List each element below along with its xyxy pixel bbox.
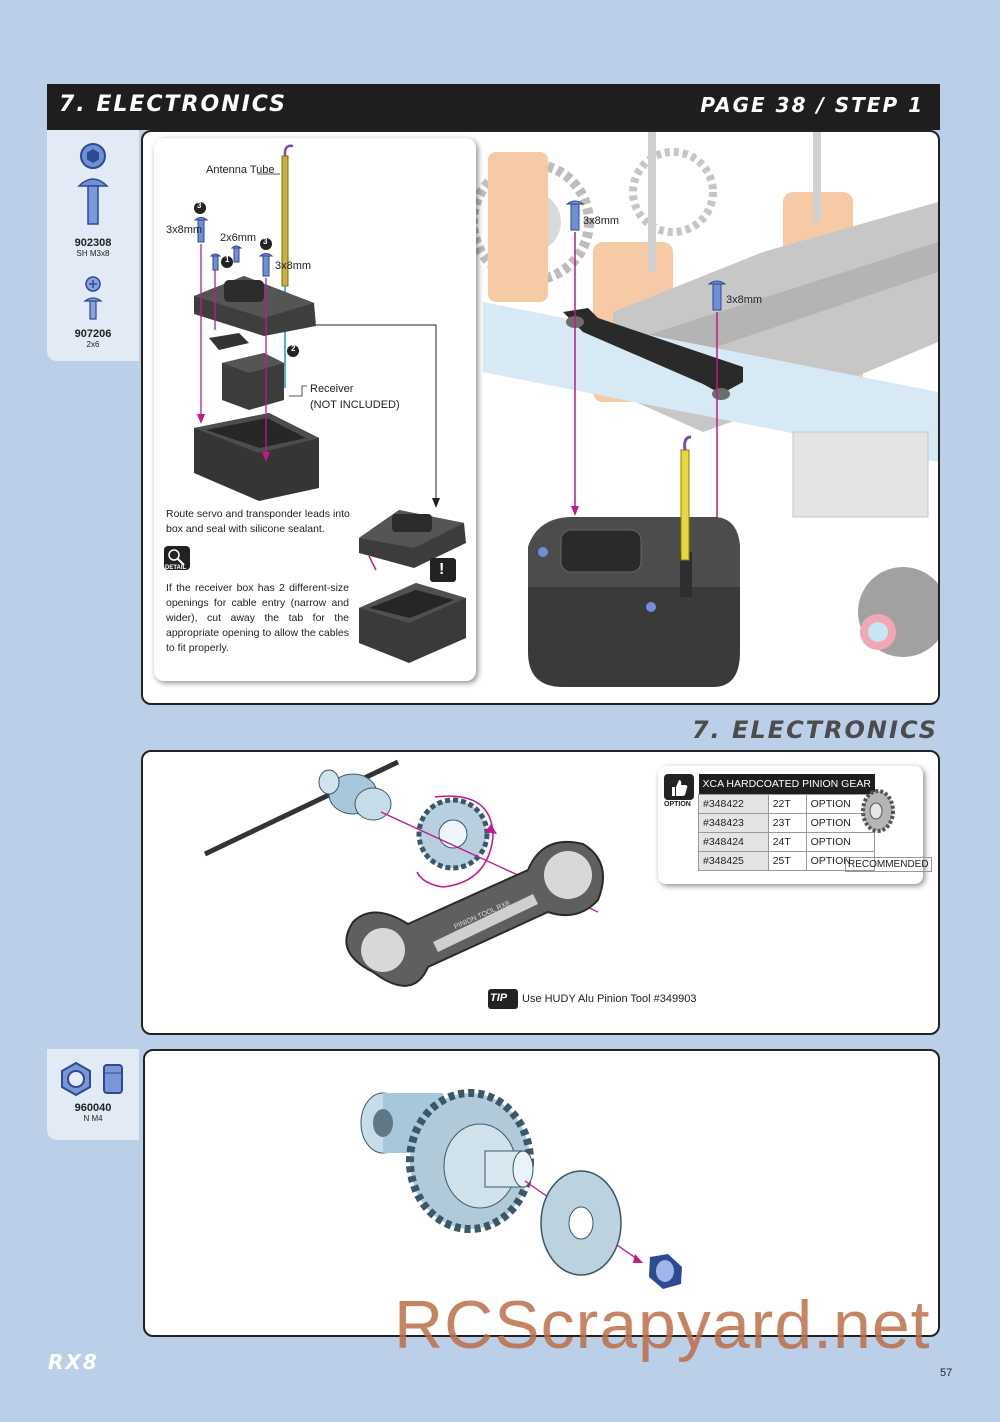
- thumbs-up-icon: [664, 774, 694, 800]
- pinion-install-panel: [143, 1049, 940, 1337]
- part-code-cell: #348425: [698, 851, 769, 871]
- page-step-label: PAGE 38 / STEP 1: [700, 93, 924, 117]
- lock-nut-icon: [61, 1061, 123, 1097]
- recommended-badge: RECOMMENDED: [845, 857, 932, 872]
- option-label: OPTION: [664, 801, 691, 808]
- rx8-logo: RX8: [48, 1350, 99, 1374]
- status-cell: OPTION: [805, 813, 876, 833]
- antenna-tube-label: Antenna Tube: [206, 164, 275, 176]
- part-902308: 902308 SH M3x8: [47, 142, 139, 258]
- part-code-cell: #348423: [698, 813, 769, 833]
- parts-sidebar-bottom: 960040 N M4: [47, 1049, 139, 1140]
- callout-3b-number: 3: [263, 237, 268, 246]
- screw-3x8-label-b: 3x8mm: [275, 260, 312, 272]
- part-size: 2x6: [86, 340, 100, 349]
- header-bar: 7. ELECTRONICS PAGE 38 / STEP 1: [47, 84, 940, 130]
- receiver-not-included-label: (NOT INCLUDED): [310, 399, 400, 411]
- warning-icon: !: [439, 561, 445, 578]
- tip-badge: TIP: [490, 992, 508, 1004]
- pinion-nut-exploded-illustration: [360, 1089, 682, 1289]
- screw-2x6-label: 2x6mm: [220, 232, 257, 244]
- route-leads-instruction: Route servo and transponder leads into b…: [166, 508, 350, 535]
- parts-sidebar-top: 902308 SH M3x8 907206 2x6: [47, 130, 139, 361]
- teeth-cell: 24T: [767, 832, 807, 852]
- pinion-gear-table: XCA HARDCOATED PINION GEAR #348422 22T O…: [698, 774, 876, 871]
- tip-text: Use HUDY Alu Pinion Tool #349903: [522, 993, 697, 1005]
- table-row: #348423 23T OPTION: [698, 813, 876, 833]
- screw-3x8-label: 3x8mm: [166, 224, 203, 236]
- exploded-view-panel: Antenna Tube 3x8mm 2x6mm 3x8mm 3 1 3 2 R…: [154, 138, 476, 681]
- part-size: N M4: [83, 1114, 103, 1123]
- table-header: XCA HARDCOATED PINION GEAR: [698, 774, 875, 795]
- small-screw-icon: [83, 276, 103, 320]
- pinion-option-card: OPTION XCA HARDCOATED PINION GEAR #34842…: [658, 766, 932, 884]
- chassis-screw-icon: [565, 200, 727, 311]
- watermark: RCScrapyard.net: [394, 1287, 931, 1363]
- table-row: #348424 24T OPTION: [698, 832, 876, 852]
- detail-label: DETAIL: [165, 565, 187, 571]
- callout-3-number: 3: [197, 201, 202, 210]
- receiver-box-exploded-illustration: [164, 144, 466, 663]
- part-960040: 960040 N M4: [47, 1061, 139, 1123]
- screw-2x6-icon: [209, 253, 222, 271]
- teeth-cell: 22T: [767, 794, 807, 814]
- chassis-screw-label-a: 3x8mm: [583, 215, 620, 227]
- detail-instruction: If the receiver box has 2 different-size…: [166, 582, 349, 654]
- section2-title: 7. ELECTRONICS: [691, 716, 938, 744]
- screw-2x6-icon-b: [230, 245, 243, 263]
- table-row: #348425 25T OPTION: [698, 851, 876, 871]
- table-row: #348422 22T OPTION: [698, 794, 876, 814]
- teeth-cell: 23T: [767, 813, 807, 833]
- part-907206: 907206 2x6: [47, 275, 139, 349]
- callout-1-number: 1: [225, 255, 230, 264]
- teeth-cell: 25T: [767, 851, 807, 871]
- page-number: 57: [940, 1367, 953, 1379]
- button-head-screw-icon: [77, 143, 109, 225]
- pinion-gear-icon: [861, 789, 895, 833]
- status-cell: OPTION: [805, 851, 876, 871]
- screw-3x8-icon: [193, 217, 209, 243]
- chassis-screw-label-b: 3x8mm: [726, 294, 763, 306]
- part-code: 902308: [74, 237, 112, 249]
- part-size: SH M3x8: [76, 249, 110, 258]
- pinion-tool-illustration: [203, 759, 604, 1009]
- part-code: 960040: [74, 1102, 112, 1114]
- section-title: 7. ELECTRONICS: [59, 92, 287, 117]
- screw-3x8-icon-b: [258, 253, 274, 277]
- chassis-illustration: [468, 132, 938, 687]
- part-code: 907206: [74, 328, 112, 340]
- part-code-cell: #348422: [698, 794, 769, 814]
- callout-2-number: 2: [291, 344, 296, 353]
- receiver-label: Receiver: [310, 383, 354, 395]
- part-code-cell: #348424: [698, 832, 769, 852]
